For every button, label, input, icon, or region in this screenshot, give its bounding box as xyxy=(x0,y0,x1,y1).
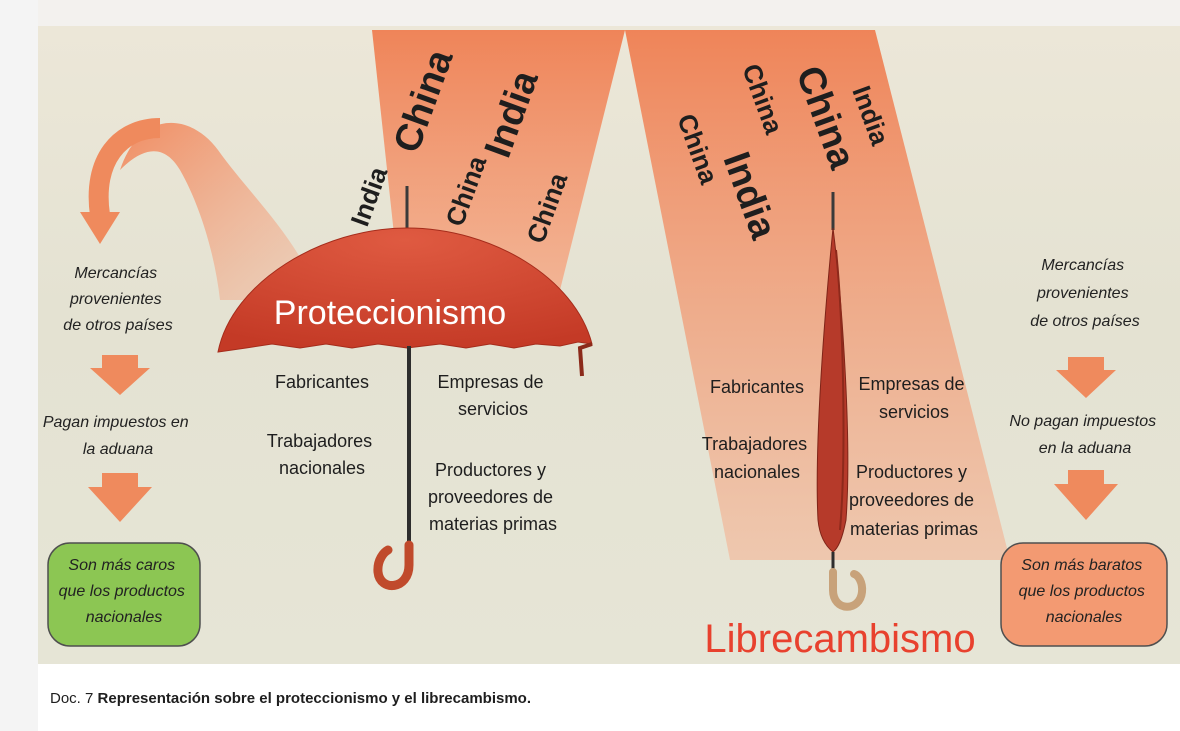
actor-trabajadores-right: Trabajadores nacionales xyxy=(702,434,812,482)
actor-productores-right: Productores y proveedores de materias pr… xyxy=(849,462,979,539)
right-arrow-2 xyxy=(1054,470,1118,520)
left-arrow-curve xyxy=(80,118,161,244)
caption-doc-number: Doc. 7 xyxy=(50,690,94,707)
right-result-label: Son más baratos que los productos nacion… xyxy=(1019,557,1150,626)
title-free-trade: Librecambismo xyxy=(704,617,975,661)
beam-right xyxy=(625,30,1010,560)
actor-trabajadores-left: Trabajadores nacionales xyxy=(267,431,377,478)
left-taxes-label: Pagan impuestos en la aduana xyxy=(43,414,193,458)
left-result-label: Son más caros que los productos nacional… xyxy=(59,557,190,626)
right-goods-label: Mercancías provenientes de otros países xyxy=(1030,257,1139,330)
left-arrow-3 xyxy=(88,473,152,522)
page-margin-top xyxy=(38,0,1180,26)
actor-fabricantes-right: Fabricantes xyxy=(710,377,804,397)
umbrella-open xyxy=(217,186,593,590)
result-box-left xyxy=(47,542,201,647)
umbrella-closed xyxy=(816,192,867,611)
caption-text: Representación sobre el proteccionismo y… xyxy=(97,690,532,707)
right-taxes-label: No pagan impuestos en la aduana xyxy=(1009,413,1160,457)
beam-left-curl xyxy=(120,122,320,300)
right-arrow-1 xyxy=(1056,357,1116,398)
actor-fabricantes-left: Fabricantes xyxy=(275,372,369,392)
actor-empresas-left: Empresas de servicios xyxy=(437,372,548,419)
beam-left xyxy=(372,30,625,290)
left-arrow-2 xyxy=(90,355,150,395)
left-goods-label: Mercancías provenientes de otros países xyxy=(63,265,172,334)
result-box-right xyxy=(1000,542,1168,647)
actor-empresas-right: Empresas de servicios xyxy=(858,374,969,422)
actor-productores-left: Productores y proveedores de materias pr… xyxy=(428,460,558,534)
page-margin-left xyxy=(0,0,38,731)
title-protectionism: Proteccionismo xyxy=(274,294,506,332)
figure-caption: Doc. 7 Representación sobre el proteccio… xyxy=(50,690,531,707)
country-word: India xyxy=(344,162,393,230)
